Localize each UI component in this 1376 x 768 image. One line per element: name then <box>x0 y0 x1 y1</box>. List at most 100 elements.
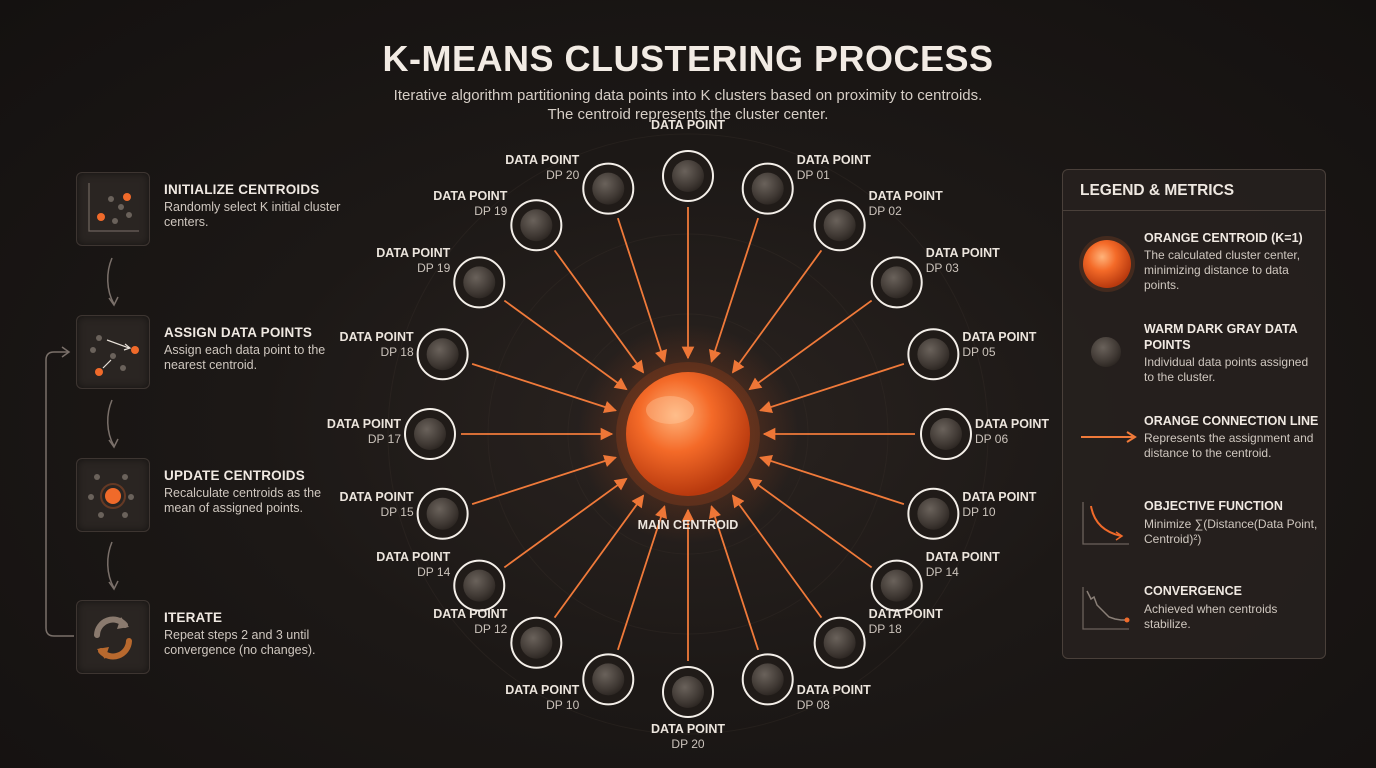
step-title: UPDATE CENTROIDS <box>164 468 305 483</box>
data-point-title: DATA POINT <box>339 330 414 345</box>
step-connectors <box>45 257 119 637</box>
legend-item-description: The calculated cluster center, minimizin… <box>1144 248 1301 292</box>
data-point <box>870 256 923 309</box>
data-point-title: DATA POINT <box>650 118 726 132</box>
legend-title: LEGEND & METRICS <box>1080 182 1235 199</box>
step-description: Randomly select K initial cluster center… <box>164 200 341 229</box>
page-subtitle: Iterative algorithm partitioning data po… <box>393 87 983 123</box>
data-point <box>813 616 866 669</box>
down-arrow-head-1 <box>108 296 119 307</box>
legend-divider <box>1063 210 1325 211</box>
data-points <box>404 150 972 718</box>
down-arrow-head-3 <box>108 580 119 591</box>
data-point-id: DP 20 <box>671 737 705 751</box>
data-point-id: DP 14 <box>925 564 959 579</box>
main-centroid <box>578 324 798 544</box>
loop-back-arrow-head <box>61 346 71 358</box>
legend-item-title: CONVERGENCE <box>1144 584 1242 598</box>
assign-data-points-icon <box>76 315 150 389</box>
data-point <box>582 162 635 215</box>
step-initialize: INITIALIZE CENTROIDS Randomly select K i… <box>76 172 376 246</box>
data-point-title: DATA POINT <box>339 489 414 504</box>
centroid-sphere <box>626 372 750 496</box>
legend-item-description: Achieved when centroids stabilize. <box>1144 602 1278 631</box>
step-title: ITERATE <box>164 610 223 625</box>
data-point-id: DP 01 <box>796 167 830 182</box>
data-point-title: DATA POINT <box>868 606 943 621</box>
data-point-title: DATA POINT <box>925 549 1000 564</box>
data-point-id: DP 05 <box>962 345 996 360</box>
data-point-title: DATA POINT <box>962 330 1037 345</box>
data-point <box>582 653 635 706</box>
data-point-id: DP 19 <box>417 261 451 276</box>
data-point-title: DATA POINT <box>376 246 451 261</box>
data-point <box>813 199 866 252</box>
loop-back-arrow <box>45 351 74 637</box>
down-arrow-2 <box>107 399 115 447</box>
data-point-id: DP 17 <box>367 432 401 446</box>
data-point-title: DATA POINT <box>868 189 943 204</box>
data-point-title: DATA POINT <box>505 683 580 698</box>
data-point-id: DP 19 <box>474 204 508 219</box>
data-point-title: DATA POINT <box>326 417 401 431</box>
legend-item-title: OBJECTIVE FUNCTION <box>1144 499 1283 513</box>
data-point-icon <box>1091 337 1121 367</box>
legend-panel: LEGEND & METRICS ORANGE CENTROID (K=1) T… <box>1062 169 1326 659</box>
down-arrow-head-2 <box>108 438 119 449</box>
legend-item-title: WARM DARK GRAY DATA POINTS <box>1144 322 1298 352</box>
data-point <box>741 162 794 215</box>
orange-centroid-icon <box>1079 236 1135 292</box>
initialize-centroids-icon <box>76 172 150 246</box>
step-iterate: ITERATE Repeat steps 2 and 3 until conve… <box>76 600 376 674</box>
data-point <box>741 653 794 706</box>
connection-arrow-icon <box>1081 431 1137 443</box>
step-assign: ASSIGN DATA POINTS Assign each data poin… <box>76 315 376 389</box>
data-point-id: DP 20 <box>546 167 580 182</box>
step-description: Assign each data point to the nearest ce… <box>164 343 326 372</box>
step-title: INITIALIZE CENTROIDS <box>164 182 320 197</box>
page-title: K-MEANS CLUSTERING PROCESS <box>382 38 994 79</box>
data-point <box>510 199 563 252</box>
data-point <box>510 616 563 669</box>
data-point-title: DATA POINT <box>796 152 871 167</box>
data-point-title: DATA POINT <box>433 606 508 621</box>
convergence-chart-icon <box>1082 587 1130 630</box>
main-centroid-label: MAIN CENTROID <box>637 518 739 532</box>
data-point <box>453 256 506 309</box>
data-point <box>907 487 960 540</box>
data-point <box>416 328 469 381</box>
step-title: ASSIGN DATA POINTS <box>164 325 313 340</box>
data-point-id: DP 02 <box>868 204 902 219</box>
data-point <box>907 328 960 381</box>
centroid-highlight <box>646 396 694 424</box>
data-point <box>662 666 714 718</box>
data-point-title: DATA POINT <box>650 722 726 736</box>
background-ring <box>387 133 989 735</box>
data-point <box>870 559 923 612</box>
data-point-id: DP 06 <box>975 432 1009 446</box>
data-point-label: DATA POINT <box>628 118 748 133</box>
data-point-id: DP 03 <box>925 261 959 276</box>
legend-item-title: ORANGE CONNECTION LINE <box>1144 414 1319 428</box>
step-description: Recalculate centroids as the mean of ass… <box>164 486 322 515</box>
data-point-id: DP 18 <box>868 621 902 636</box>
data-point <box>662 150 714 202</box>
data-point-id: DP 14 <box>417 564 451 579</box>
legend-item-title: ORANGE CENTROID (K=1) <box>1144 231 1303 245</box>
